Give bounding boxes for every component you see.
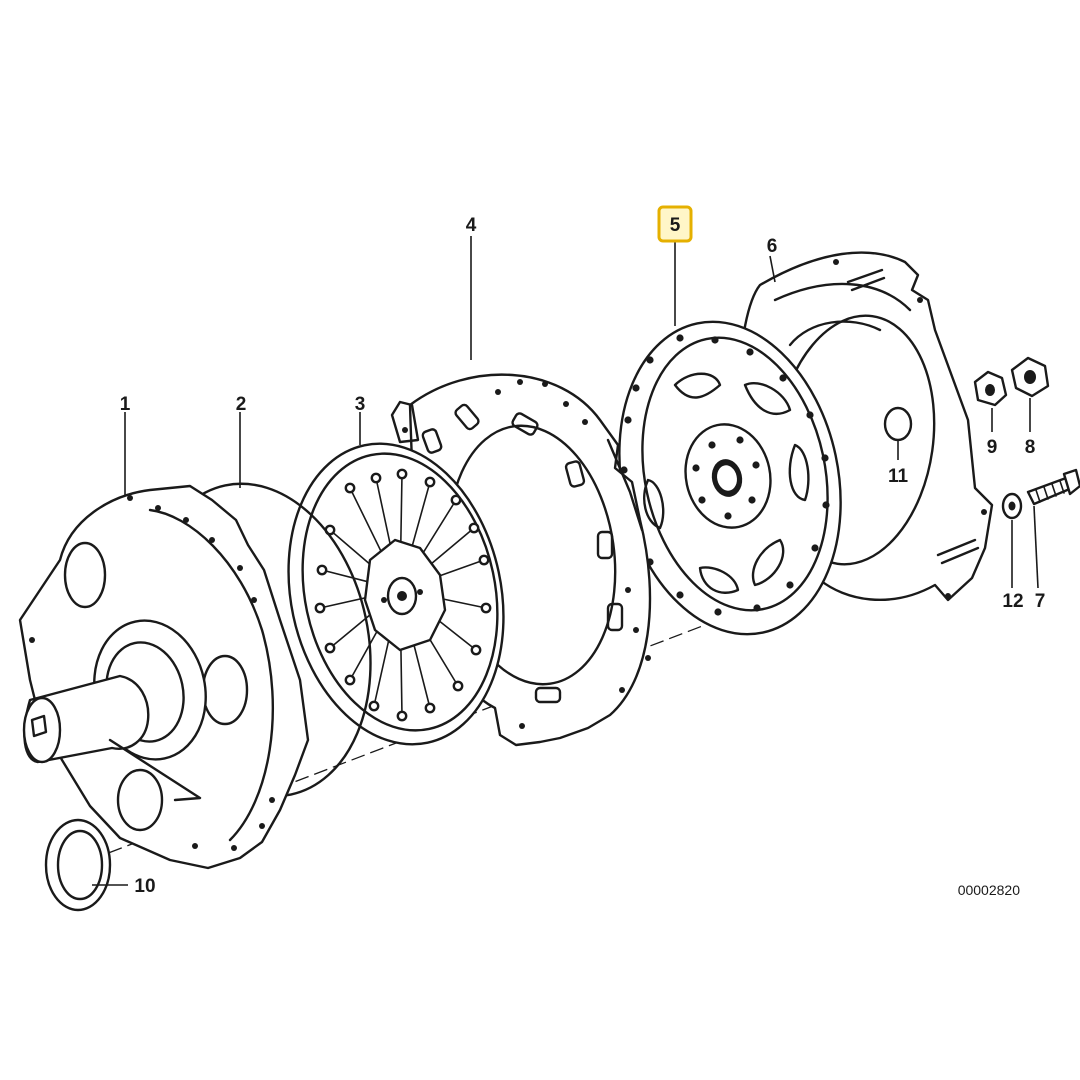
label-8: 8 [1025,437,1036,458]
part-8-hex-nut[interactable] [1010,356,1050,398]
label-11: 11 [888,466,909,487]
part-10-seal-ring[interactable] [44,818,112,912]
part-5-drive-plate[interactable] [592,301,869,655]
highlight-box-part-5 [657,205,693,243]
diagram-reference-number: 00002820 [958,882,1021,898]
label-10: 10 [134,876,155,897]
leader-lines [92,236,1039,886]
label-7: 7 [1035,591,1046,612]
label-9: 9 [987,437,998,458]
part-1-housing[interactable] [18,484,310,870]
label-5[interactable]: 5 [670,215,681,236]
label-3: 3 [355,394,366,415]
label-6: 6 [767,236,778,257]
label-4: 4 [466,215,477,236]
label-2: 2 [236,394,247,415]
part-3-clutch-disc[interactable] [262,423,531,764]
part-9-nut[interactable] [973,370,1008,407]
label-12: 12 [1002,591,1023,612]
label-1: 1 [120,394,131,415]
part-12-washer[interactable] [1001,492,1023,520]
part-7-bolt[interactable] [1026,468,1080,506]
